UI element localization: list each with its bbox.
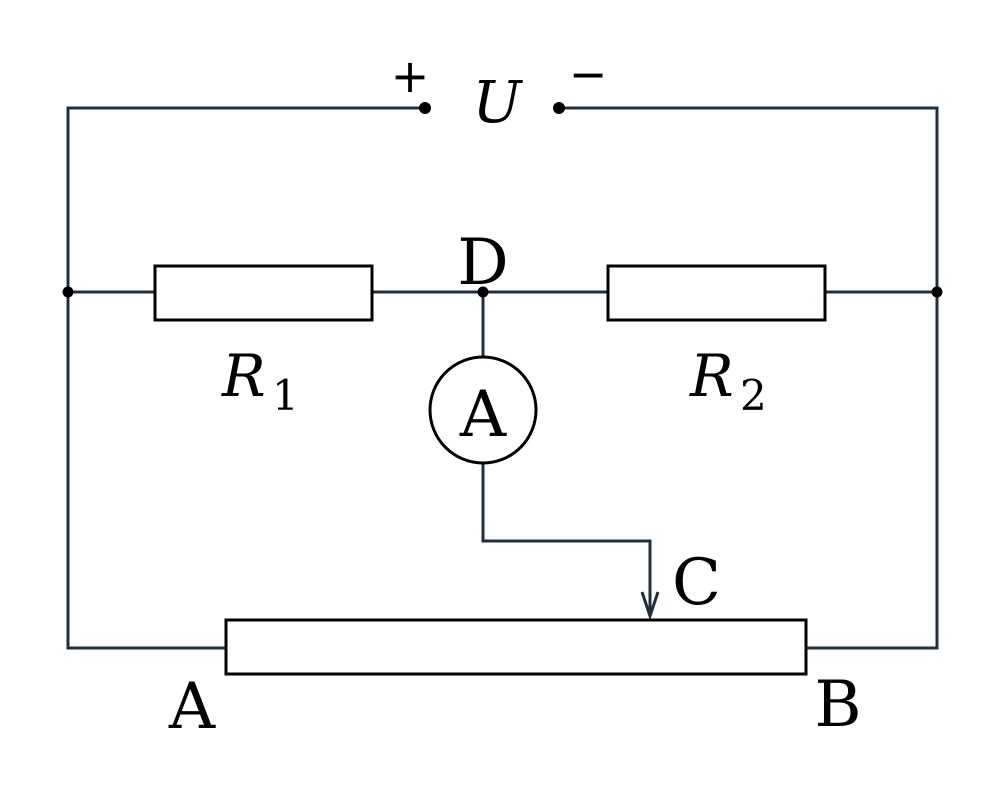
resistor-r1 xyxy=(153,264,374,322)
slider-arrow-icon xyxy=(640,591,660,621)
r2-subscript: 2 xyxy=(740,371,767,420)
ammeter-label: A xyxy=(459,378,507,452)
negative-terminal-dot xyxy=(553,102,565,114)
right-junction-dot xyxy=(931,286,943,298)
minus-sign: − xyxy=(569,47,608,101)
left-junction-dot xyxy=(62,286,74,298)
node-d-dot xyxy=(477,286,489,298)
right-wire xyxy=(559,106,939,650)
end-b-label: B xyxy=(814,668,861,742)
plus-sign: + xyxy=(391,49,430,103)
r2-symbol: R xyxy=(689,342,734,410)
end-a-label: A xyxy=(168,670,216,744)
positive-terminal-dot xyxy=(419,102,431,114)
r1-subscript: 1 xyxy=(272,371,299,420)
ammeter-circle xyxy=(428,355,538,465)
resistor-r2 xyxy=(606,264,827,322)
slider-c-label: C xyxy=(672,546,721,620)
left-wire xyxy=(66,106,425,650)
r1-symbol: R xyxy=(221,342,266,410)
node-d-label: D xyxy=(457,226,508,300)
rheostat-ab xyxy=(224,618,808,676)
voltage-label: U xyxy=(473,68,524,136)
slider-wire xyxy=(481,464,652,612)
